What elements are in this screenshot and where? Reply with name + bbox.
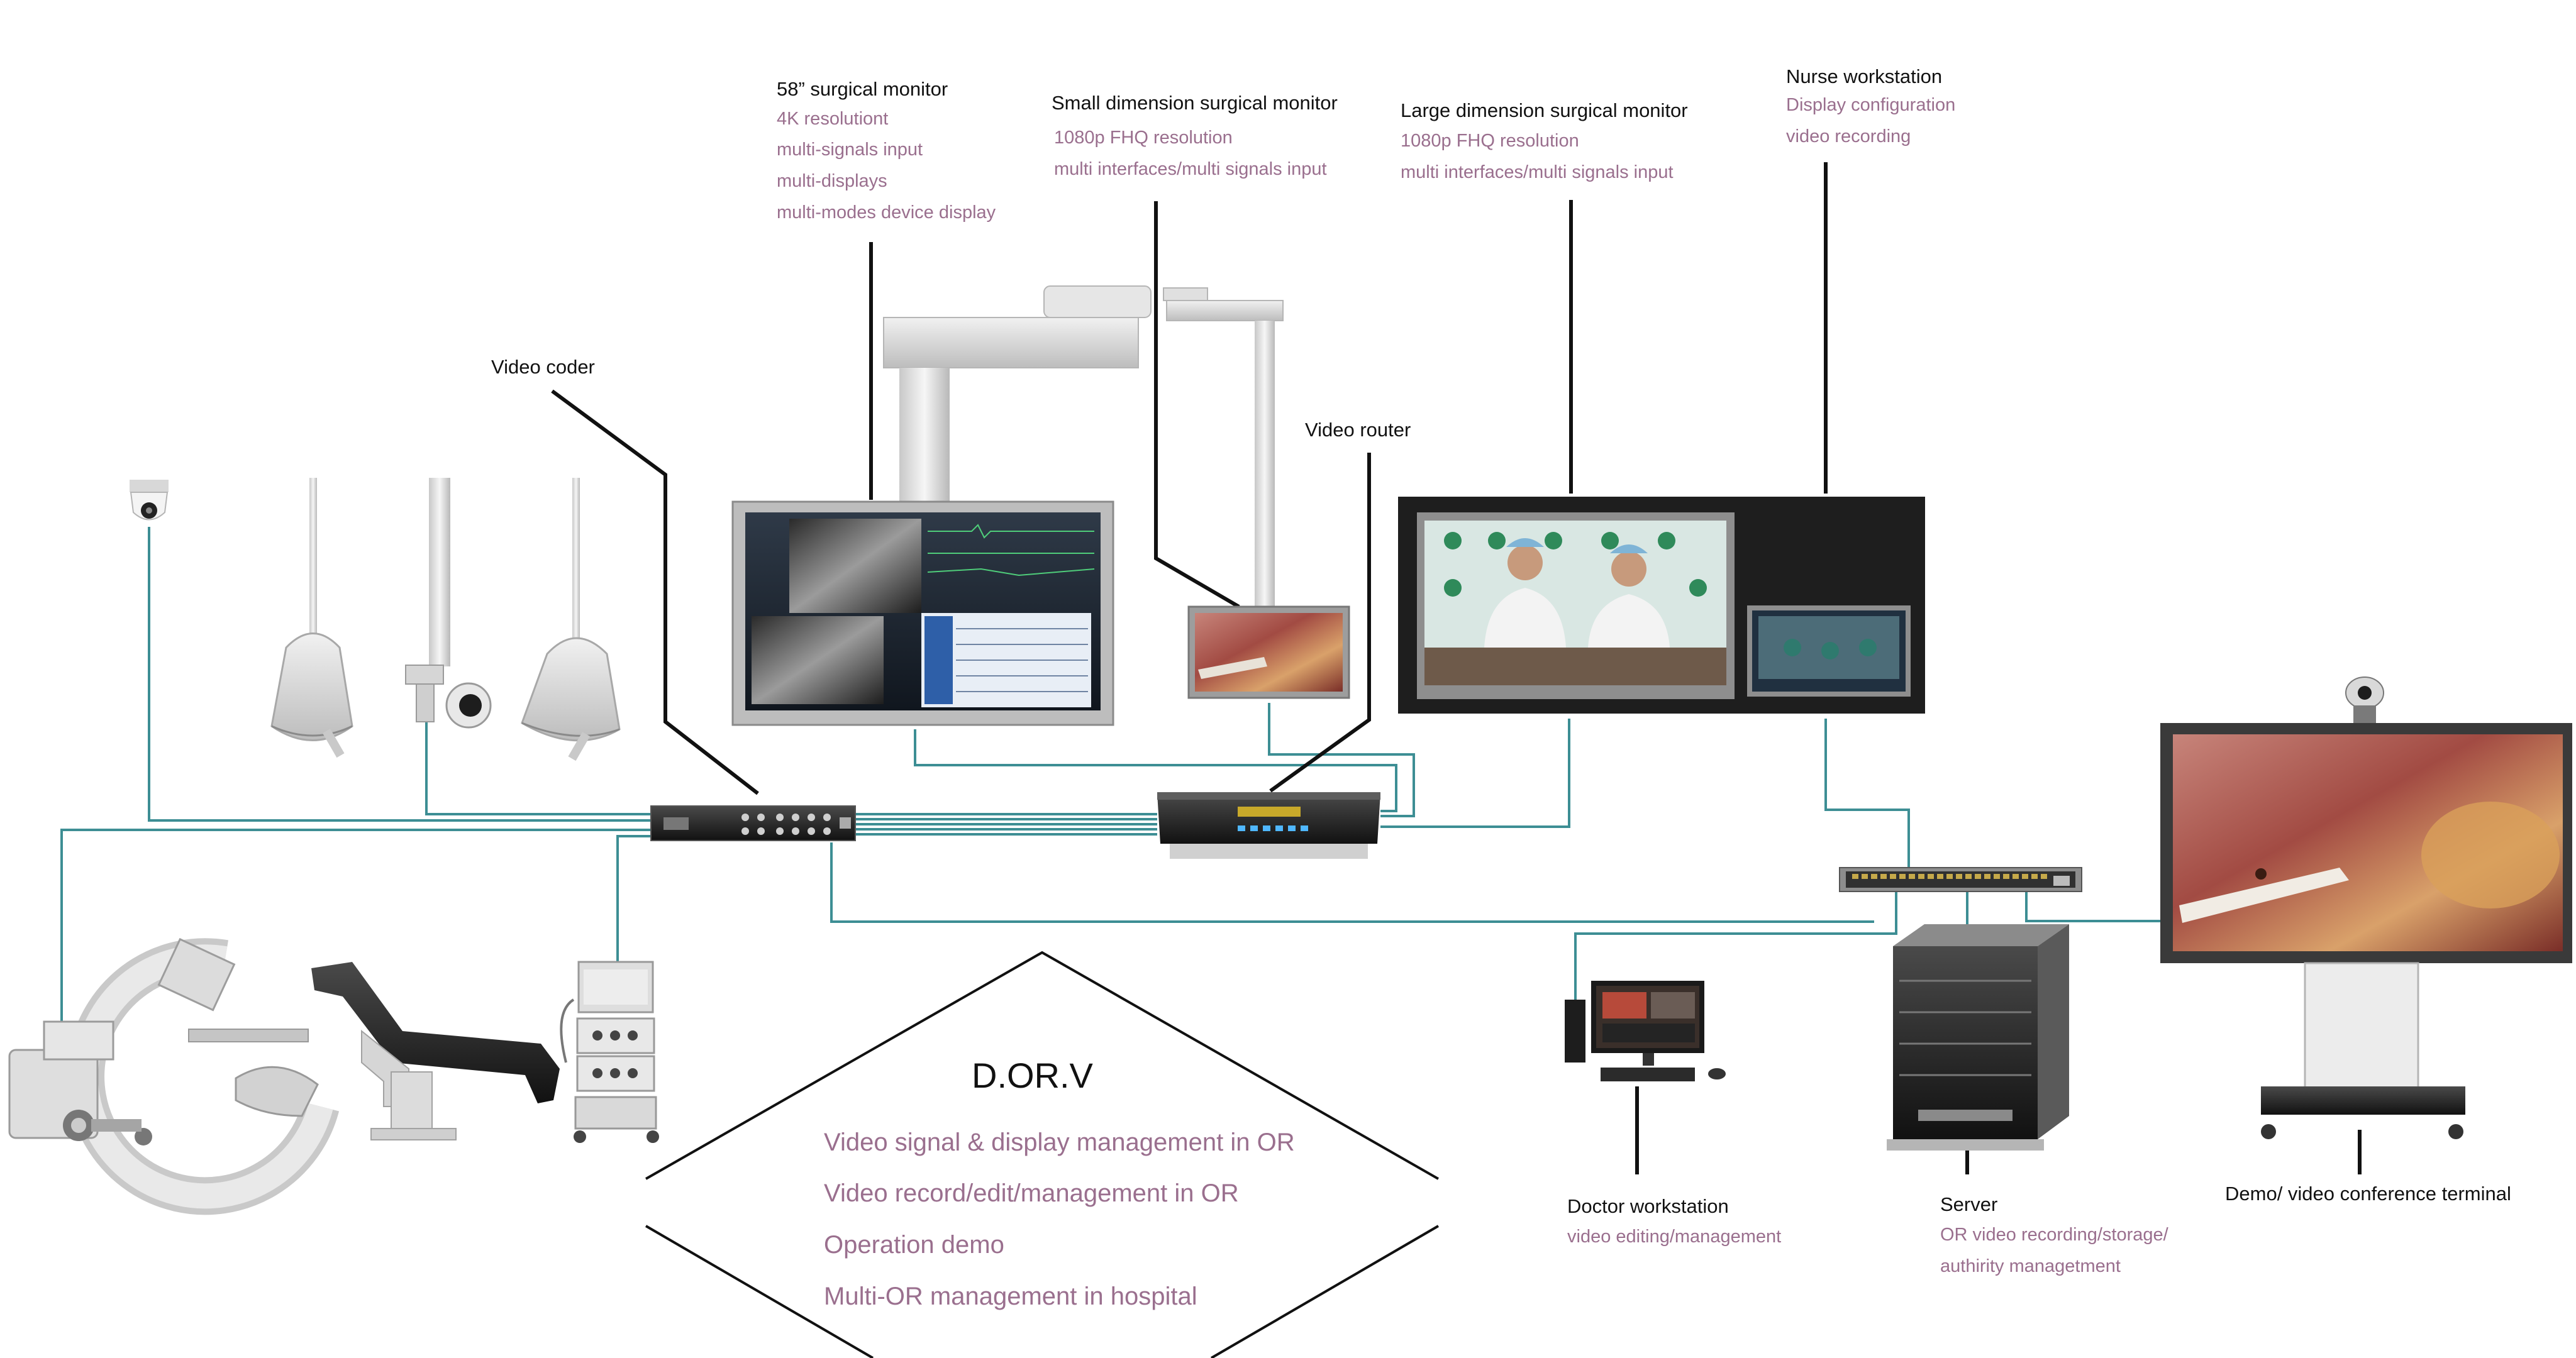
monitor58-title: 58” surgical monitor — [777, 78, 948, 100]
doctor-workstation-line1: video editing/management — [1567, 1227, 1782, 1247]
monitor58-line2: multi-signals input — [777, 140, 923, 160]
surgical-light-icon — [521, 478, 621, 761]
surgical-light-icon — [270, 478, 353, 758]
c-arm-xray-icon — [8, 937, 340, 1215]
desktop-computer-icon — [1565, 981, 1726, 1081]
small-monitor-title: Small dimension surgical monitor — [1052, 92, 1338, 114]
dorv-item-2: Video record/edit/management in OR — [824, 1179, 1239, 1207]
video-coder-label: Video coder — [491, 356, 595, 378]
server-line1: OR video recording/storage/ — [1940, 1225, 2168, 1245]
network-switch-icon — [1839, 867, 2082, 892]
large-surgical-monitor — [1398, 497, 1925, 714]
dorv-item-3: Operation demo — [824, 1231, 1004, 1259]
video-router-box-icon — [1157, 792, 1380, 859]
medical-cart-icon — [560, 961, 659, 1143]
dorv-item-1: Video signal & display management in OR — [824, 1129, 1295, 1156]
video-encoder-box-icon — [650, 805, 856, 841]
server-tower-icon — [1887, 924, 2069, 1151]
monitor58-line3: multi-displays — [777, 171, 887, 191]
display-stand-icon — [2160, 676, 2572, 1139]
nurse-workstation-line2: video recording — [1786, 126, 1911, 146]
nurse-workstation-title: Nurse workstation — [1786, 65, 1943, 87]
video-router-label: Video router — [1305, 419, 1411, 441]
operating-table-icon — [311, 962, 560, 1140]
server-line2: authirity managetment — [1940, 1256, 2121, 1276]
nurse-workstation-line1: Display configuration — [1786, 95, 1956, 115]
dorv-diamond-outline — [645, 951, 1440, 1358]
dorv-item-4: Multi-OR management in hospital — [824, 1283, 1197, 1310]
dome-camera-icon — [130, 480, 169, 521]
monitor58-line4: multi-modes device display — [777, 202, 996, 223]
demo-terminal-title: Demo/ video conference terminal — [2225, 1183, 2511, 1205]
small-monitor-line2: multi interfaces/multi signals input — [1054, 159, 1327, 179]
doctor-workstation-title: Doctor workstation — [1567, 1195, 1729, 1217]
large-monitor-line2: multi interfaces/multi signals input — [1401, 162, 1674, 182]
large-monitor-line1: 1080p FHQ resolution — [1401, 131, 1579, 151]
surgical-light-camera-icon — [405, 478, 492, 729]
network-wires — [60, 527, 2160, 1031]
monitor58-line1: 4K resolutiont — [777, 109, 889, 129]
dorv-title: D.OR.V — [972, 1056, 1093, 1095]
server-title: Server — [1940, 1193, 1998, 1215]
small-monitor-line1: 1080p FHQ resolution — [1054, 128, 1233, 148]
58-inch-surgical-monitor — [731, 285, 1152, 726]
small-surgical-monitor — [1163, 287, 1350, 699]
large-monitor-title: Large dimension surgical monitor — [1401, 99, 1688, 121]
